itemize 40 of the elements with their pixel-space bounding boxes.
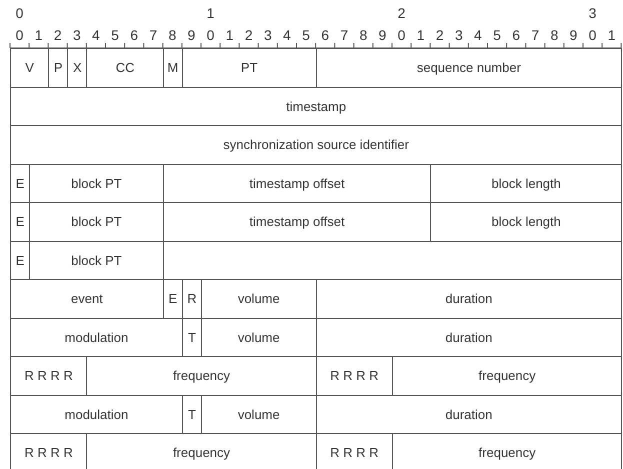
bit-number: 6 xyxy=(320,27,330,43)
bit-number: 0 xyxy=(588,27,598,43)
bit-number: 7 xyxy=(148,27,158,43)
bit-number: 9 xyxy=(186,27,196,43)
bit-number: 3 xyxy=(262,27,273,43)
bit-number: 7 xyxy=(339,27,350,43)
bit-number: 5 xyxy=(492,27,502,43)
bit-number: 8 xyxy=(549,27,560,43)
bit-number: 1 xyxy=(606,27,617,43)
bit-number: 1 xyxy=(206,5,216,21)
packet-field: synchronization source identifier xyxy=(10,125,622,164)
bit-number: 3 xyxy=(454,27,464,43)
bit-number: 4 xyxy=(473,27,483,43)
bit-number: 0 xyxy=(206,27,216,43)
bit-number: 6 xyxy=(129,27,140,43)
bit-number: 8 xyxy=(167,27,178,43)
bit-number: 7 xyxy=(530,27,540,43)
bit-number: 2 xyxy=(52,27,63,43)
bit-number: 1 xyxy=(224,27,235,43)
bit-number: 4 xyxy=(91,27,101,43)
bit-number: 0 xyxy=(14,27,24,43)
packet-field: V xyxy=(10,48,50,88)
bit-number: 2 xyxy=(434,27,445,43)
bit-number: 3 xyxy=(588,5,598,21)
packet-field: timestamp xyxy=(10,86,622,126)
bit-number: 1 xyxy=(416,27,426,43)
bit-number: 5 xyxy=(301,27,311,43)
bit-number: 2 xyxy=(396,5,406,21)
bit-number: 3 xyxy=(72,27,82,43)
bit-number: 9 xyxy=(378,27,388,43)
bit-number: 1 xyxy=(34,27,44,43)
bit-number: 9 xyxy=(568,27,578,43)
bit-number: 5 xyxy=(110,27,120,43)
packet-field: sequence number xyxy=(316,48,622,88)
bit-number: 4 xyxy=(282,27,292,43)
bit-number: 2 xyxy=(244,27,254,43)
bit-number: 0 xyxy=(396,27,406,43)
bit-number: 6 xyxy=(511,27,522,43)
bit-number: 0 xyxy=(14,5,24,21)
bit-number: 8 xyxy=(358,27,368,43)
